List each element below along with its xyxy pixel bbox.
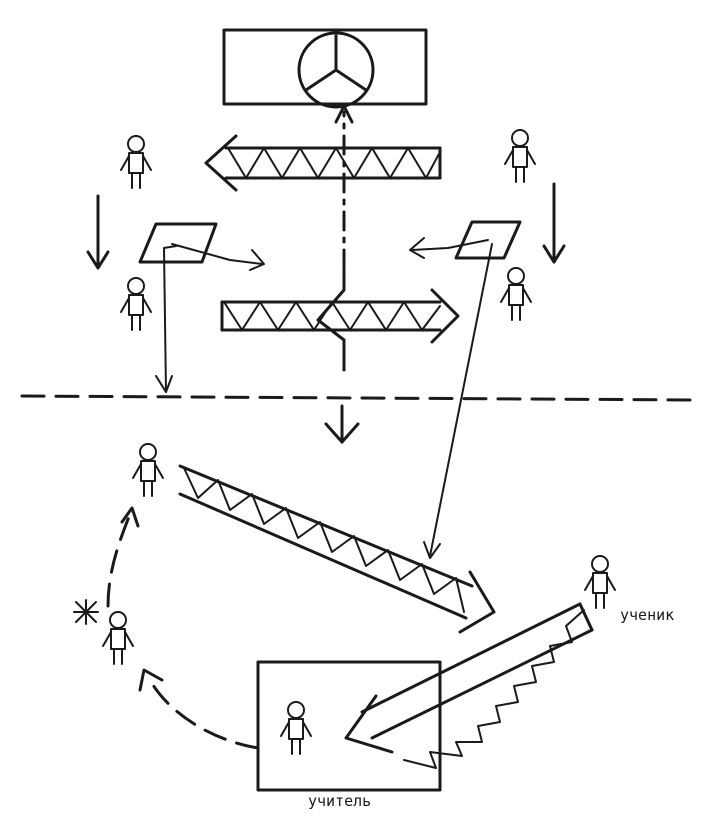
truss-arrow-diagonal-down <box>178 464 496 634</box>
center-down-arrow <box>324 404 360 444</box>
right-screen <box>409 220 522 260</box>
dashed-divider <box>20 394 700 402</box>
left-lower-person <box>120 277 152 331</box>
right-upper-person <box>504 129 536 183</box>
truss-arrow-left <box>204 134 442 192</box>
teacher-box <box>256 660 442 792</box>
truss-arrow-to-teacher <box>344 602 594 769</box>
asterisk-icon <box>73 599 99 625</box>
left-drop-line <box>155 245 177 393</box>
student-label: ученик <box>620 606 674 624</box>
arrowhead-up <box>334 104 354 124</box>
left-screen <box>138 222 265 271</box>
right-lower-person <box>500 267 532 321</box>
right-long-line <box>423 243 493 559</box>
left-down-arrow <box>86 194 110 270</box>
teacher-person <box>280 701 312 755</box>
right-down-arrow <box>542 182 566 264</box>
target-circle <box>297 31 375 109</box>
student-person <box>584 555 616 609</box>
dashed-curve-return <box>138 668 260 750</box>
teacher-label: учитель <box>308 792 371 810</box>
lower-left-second-person <box>102 611 134 665</box>
target-board <box>222 28 428 109</box>
left-upper-person <box>120 135 152 189</box>
dashed-curve-up <box>106 506 140 608</box>
lower-left-person <box>132 443 164 497</box>
truss-arrow-right <box>220 288 460 344</box>
